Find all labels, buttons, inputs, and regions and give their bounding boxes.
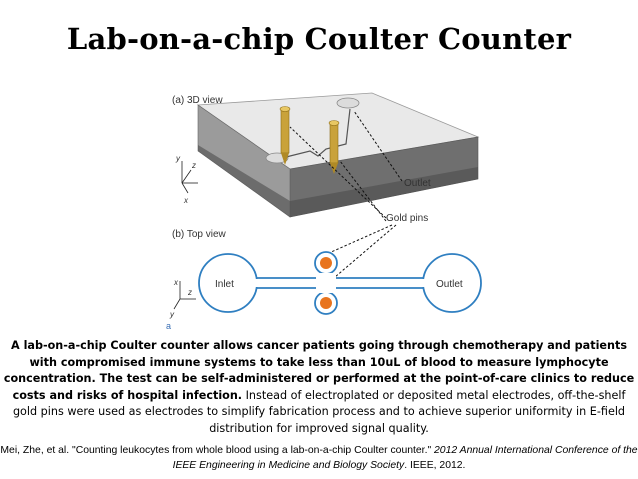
gold-pins-callout: Gold pins: [386, 213, 428, 224]
axis-y-label-2d: y: [169, 310, 175, 319]
axis-x-label: x: [183, 196, 189, 205]
panel-b-label: (b) Top view: [172, 229, 227, 240]
reference-citation: Mei, Zhe, et al. "Counting leukocytes fr…: [0, 443, 638, 473]
gold-pin-left: [279, 106, 291, 165]
outlet-callout: Outlet: [404, 178, 431, 189]
axes-2d: [173, 281, 196, 310]
gold-pin-right: [328, 120, 340, 174]
outlet-hole-3d: [336, 97, 360, 109]
citation-authors-title: Mei, Zhe, et al. "Counting leukocytes fr…: [0, 445, 435, 456]
chip-bottom-layer: [198, 145, 478, 217]
pin-dot-top: [320, 257, 332, 269]
figure-caption: A lab-on-a-chip Coulter counter allows c…: [0, 338, 638, 438]
caption-bold-part: A lab-on-a-chip Coulter counter allows c…: [3, 339, 635, 402]
citation-publisher-year: . IEEE, 2012.: [404, 460, 466, 471]
citation-venue: 2012 Annual International Conference of …: [172, 445, 638, 471]
outlet-label: Outlet: [436, 279, 463, 290]
axis-x-label-2d: x: [173, 278, 179, 287]
inlet-label: Inlet: [215, 279, 234, 290]
axis-y-label: y: [175, 154, 181, 163]
axis-z-label-2d: z: [187, 288, 192, 297]
pin-dot-bottom: [320, 297, 332, 309]
callout-arrows: [289, 110, 403, 284]
slide-title: Lab-on-a-chip Coulter Counter: [66, 22, 572, 56]
chip-figure: (a) 3D view y z x Outlet Gold pins: [166, 92, 482, 331]
corner-mark: a: [166, 321, 171, 331]
axes-3d: [181, 161, 198, 194]
caption-regular-part: Instead of electroplated or deposited me…: [12, 388, 626, 435]
channel-3d: [285, 108, 351, 158]
panel-a-label: (a) 3D view: [172, 95, 223, 106]
axis-z-label: z: [191, 161, 196, 170]
